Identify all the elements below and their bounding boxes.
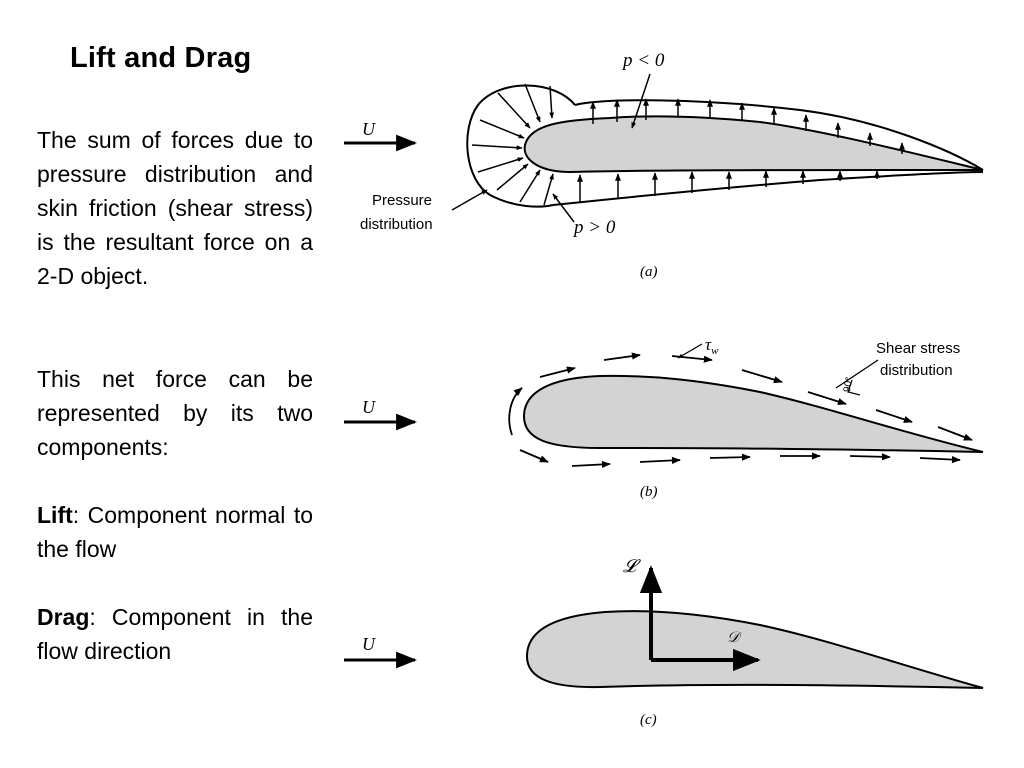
pressure-arrows-lower	[577, 170, 880, 202]
panel-a: U	[344, 50, 984, 280]
shear-label-leader	[835, 359, 879, 389]
panel-c: U 𝓛 𝒟 (c)	[344, 556, 984, 728]
tau-w-leader	[677, 343, 703, 359]
panel-b: U	[344, 335, 984, 500]
pressure-distribution-label-line1: Pressure	[372, 192, 432, 209]
pressure-distribution-leader	[451, 189, 488, 211]
airfoil-figure: U	[344, 50, 984, 728]
p-positive-label: p > 0	[572, 217, 616, 238]
slide-title: Lift and Drag	[70, 42, 252, 74]
tau-w-label: τw	[705, 335, 719, 357]
airfoil-c	[525, 610, 984, 689]
pressure-envelope-nose	[466, 84, 576, 208]
shear-arrows-lower	[519, 449, 961, 469]
p-negative-label: p < 0	[621, 50, 665, 71]
lift-symbol: 𝓛	[623, 556, 641, 576]
caption-b: (b)	[640, 484, 658, 500]
nose-pressure-arrows	[471, 83, 555, 206]
free-stream-label: U	[362, 397, 376, 417]
caption-c: (c)	[640, 712, 657, 728]
components-paragraph: This net force can be represented by its…	[37, 366, 313, 460]
forces-paragraph: The sum of forces due to pressure distri…	[37, 127, 313, 289]
free-stream-label: U	[362, 119, 376, 139]
suction-arrows	[590, 98, 905, 154]
tau-subscript: w	[711, 345, 719, 357]
free-stream-label: U	[362, 634, 376, 654]
tau-symbol: τ	[705, 335, 712, 354]
pressure-distribution-label-line2: distribution	[360, 216, 433, 233]
lift-definition: Lift: Component normal to the flow	[37, 498, 313, 566]
lift-term: Lift	[37, 502, 73, 528]
drag-symbol: 𝒟	[727, 630, 742, 646]
shear-label-line2: distribution	[880, 362, 953, 379]
drag-description: : Component in the flow direction	[37, 604, 313, 664]
airfoil-a	[523, 115, 984, 174]
p-positive-leader	[552, 193, 575, 223]
drag-term: Drag	[37, 604, 90, 630]
lift-description: : Component normal to the flow	[37, 502, 313, 562]
shear-label-line1: Shear stress	[876, 340, 960, 357]
right-angle-marker	[847, 379, 861, 396]
p-negative-leader	[631, 73, 651, 129]
caption-a: (a)	[640, 264, 658, 280]
drag-definition: Drag: Component in the flow direction	[37, 600, 313, 668]
shear-arrows-upper	[508, 352, 973, 441]
angle-90-label: 90°	[842, 376, 855, 393]
airfoil-b	[522, 374, 984, 453]
